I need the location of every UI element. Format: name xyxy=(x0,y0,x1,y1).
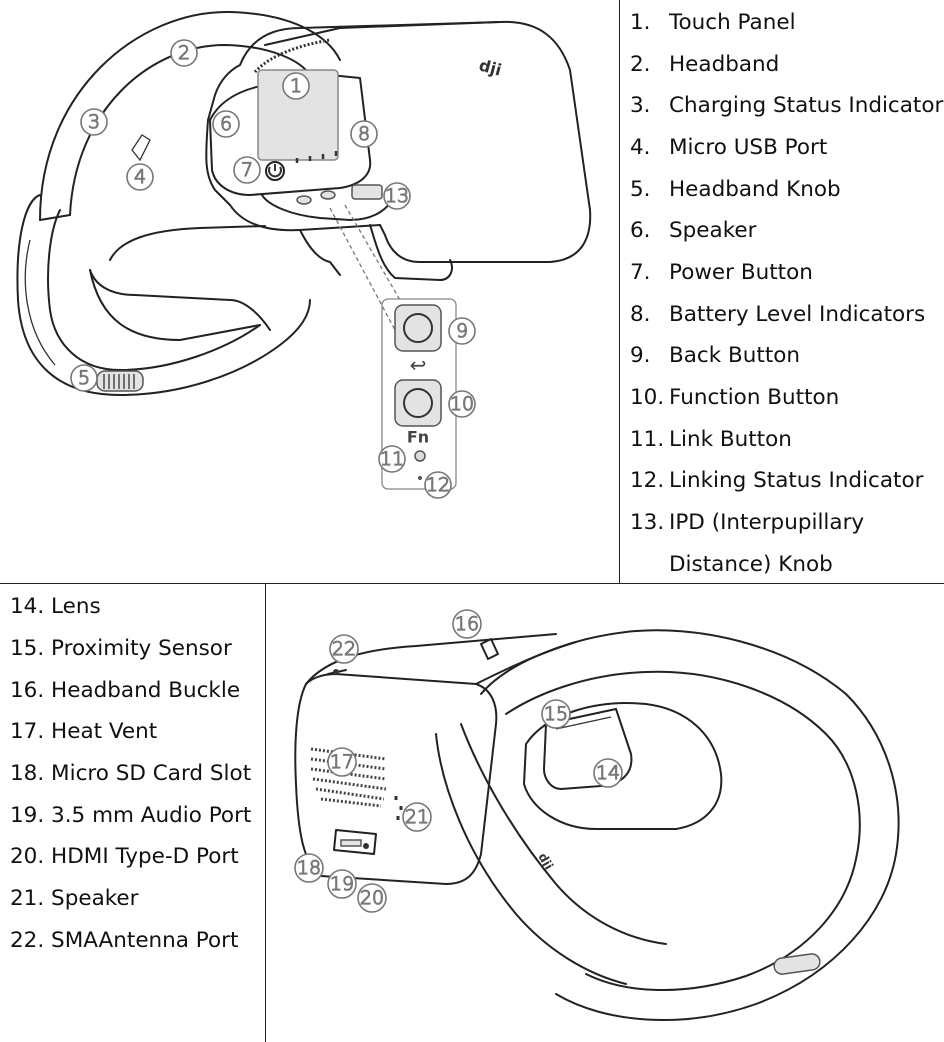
list-item: 4. Micro USB Port xyxy=(630,135,827,160)
list-item: 19. 3.5 mm Audio Port xyxy=(10,803,251,828)
back-button-shape xyxy=(394,304,442,352)
brand-logo: dji xyxy=(477,56,504,80)
item-number: 19. xyxy=(10,803,45,828)
goggles-bottom-illustration: dji xyxy=(294,629,900,1021)
list-item: 17. Heat Vent xyxy=(10,719,157,744)
item-number: 15. xyxy=(10,636,45,661)
goggle-body-outline xyxy=(205,20,592,263)
headband-ring-outline xyxy=(480,629,900,1021)
item-number: 8. xyxy=(630,302,651,327)
goggles-bottom-diagram: dji xyxy=(266,584,944,1042)
goggles-top-illustration: dji ↩ Fn xyxy=(16,10,592,490)
item-label: Function Button xyxy=(669,385,840,410)
list-item: 10.Function Button xyxy=(630,385,839,410)
item-label: Linking Status Indicator xyxy=(669,468,924,493)
item-number: 3. xyxy=(630,93,651,118)
list-item: 14. Lens xyxy=(10,594,101,619)
item-number: 20. xyxy=(10,844,45,869)
item-number: 10. xyxy=(630,385,665,410)
link-button-shape xyxy=(414,450,426,462)
item-label: Headband Buckle xyxy=(51,678,241,703)
item-label: Heat Vent xyxy=(51,719,158,744)
list-item: 13.IPD (Interpupillary xyxy=(630,510,864,535)
item-label: Lens xyxy=(51,594,101,619)
item-number: 12. xyxy=(630,468,665,493)
vertical-divider-top xyxy=(619,0,620,583)
item-label: IPD (Interpupillary xyxy=(669,510,865,535)
item-number: 18. xyxy=(10,761,45,786)
item-number: 5. xyxy=(630,177,651,202)
item-number: 1. xyxy=(630,10,651,35)
item-label: Back Button xyxy=(669,343,801,368)
list-item: 5. Headband Knob xyxy=(630,177,841,202)
list-item: 6. Speaker xyxy=(630,218,756,243)
item-number: 22. xyxy=(10,928,45,953)
heat-vent-dots xyxy=(310,747,387,808)
list-item: 16. Headband Buckle xyxy=(10,678,240,703)
item-label: Proximity Sensor xyxy=(51,636,232,661)
list-item: 7. Power Button xyxy=(630,260,813,285)
item-number: 7. xyxy=(630,260,651,285)
micro-usb-port-shape xyxy=(131,134,151,162)
list-item: 9. Back Button xyxy=(630,343,800,368)
back-icon: ↩ xyxy=(410,353,427,377)
headband-outline xyxy=(39,10,341,221)
list-item: 18. Micro SD Card Slot xyxy=(10,761,251,786)
list-item: 8. Battery Level Indicators xyxy=(630,302,925,327)
item-number: 17. xyxy=(10,719,45,744)
list-item: 15. Proximity Sensor xyxy=(10,636,232,661)
goggles-top-diagram: dji ↩ Fn xyxy=(0,0,618,582)
item-number: 14. xyxy=(10,594,45,619)
item-number: 16. xyxy=(10,678,45,703)
list-item: 2. Headband xyxy=(630,52,779,77)
item-label: Headband Knob xyxy=(669,177,841,202)
brand-logo-side: dji xyxy=(535,851,556,873)
item-label: Micro SD Card Slot xyxy=(51,761,252,786)
vertical-divider-bottom xyxy=(265,583,266,1042)
item-label: Speaker xyxy=(669,218,757,243)
item-number: 21. xyxy=(10,886,45,911)
list-item: 3. Charging Status Indicator xyxy=(630,93,943,118)
item-number: 13. xyxy=(630,510,665,535)
item-label: HDMI Type-D Port xyxy=(51,844,239,869)
item-number: 2. xyxy=(630,52,651,77)
item-label: Headband xyxy=(669,52,780,77)
item-label: SMAAntenna Port xyxy=(51,928,239,953)
list-item: 1. Touch Panel xyxy=(630,10,796,35)
fn-label: Fn xyxy=(407,428,429,447)
rear-knob-shape xyxy=(773,953,821,975)
item-label: Touch Panel xyxy=(669,10,796,35)
list-item: 21. Speaker xyxy=(10,886,139,911)
item-label: Charging Status Indicator xyxy=(669,93,944,118)
list-item: 11.Link Button xyxy=(630,427,792,452)
item-number: 6. xyxy=(630,218,651,243)
item-number: 11. xyxy=(630,427,665,452)
side-body-outline xyxy=(294,673,498,885)
touch-panel-shape xyxy=(257,69,339,161)
ipd-knob-shape xyxy=(351,184,383,200)
item-label: Speaker xyxy=(51,886,139,911)
headband-padding-outline xyxy=(16,194,311,396)
item-number: 9. xyxy=(630,343,651,368)
list-item: 20. HDMI Type-D Port xyxy=(10,844,239,869)
ports-cutout xyxy=(333,829,377,855)
item-label: Battery Level Indicators xyxy=(669,302,926,327)
item-number: 4. xyxy=(630,135,651,160)
list-item: Distance) Knob xyxy=(630,552,833,577)
list-item: 12.Linking Status Indicator xyxy=(630,468,923,493)
item-label: Micro USB Port xyxy=(669,135,828,160)
linking-indicator-dot xyxy=(418,476,422,480)
list-item: 22. SMAAntenna Port xyxy=(10,928,238,953)
item-label: Power Button xyxy=(669,260,813,285)
horizontal-divider xyxy=(0,583,944,584)
item-label: Link Button xyxy=(669,427,792,452)
lens-shape xyxy=(543,708,633,790)
face-cushion-outline xyxy=(523,702,723,830)
item-label: 3.5 mm Audio Port xyxy=(51,803,252,828)
function-button-shape xyxy=(394,379,442,427)
item-label: Distance) Knob xyxy=(669,552,833,577)
